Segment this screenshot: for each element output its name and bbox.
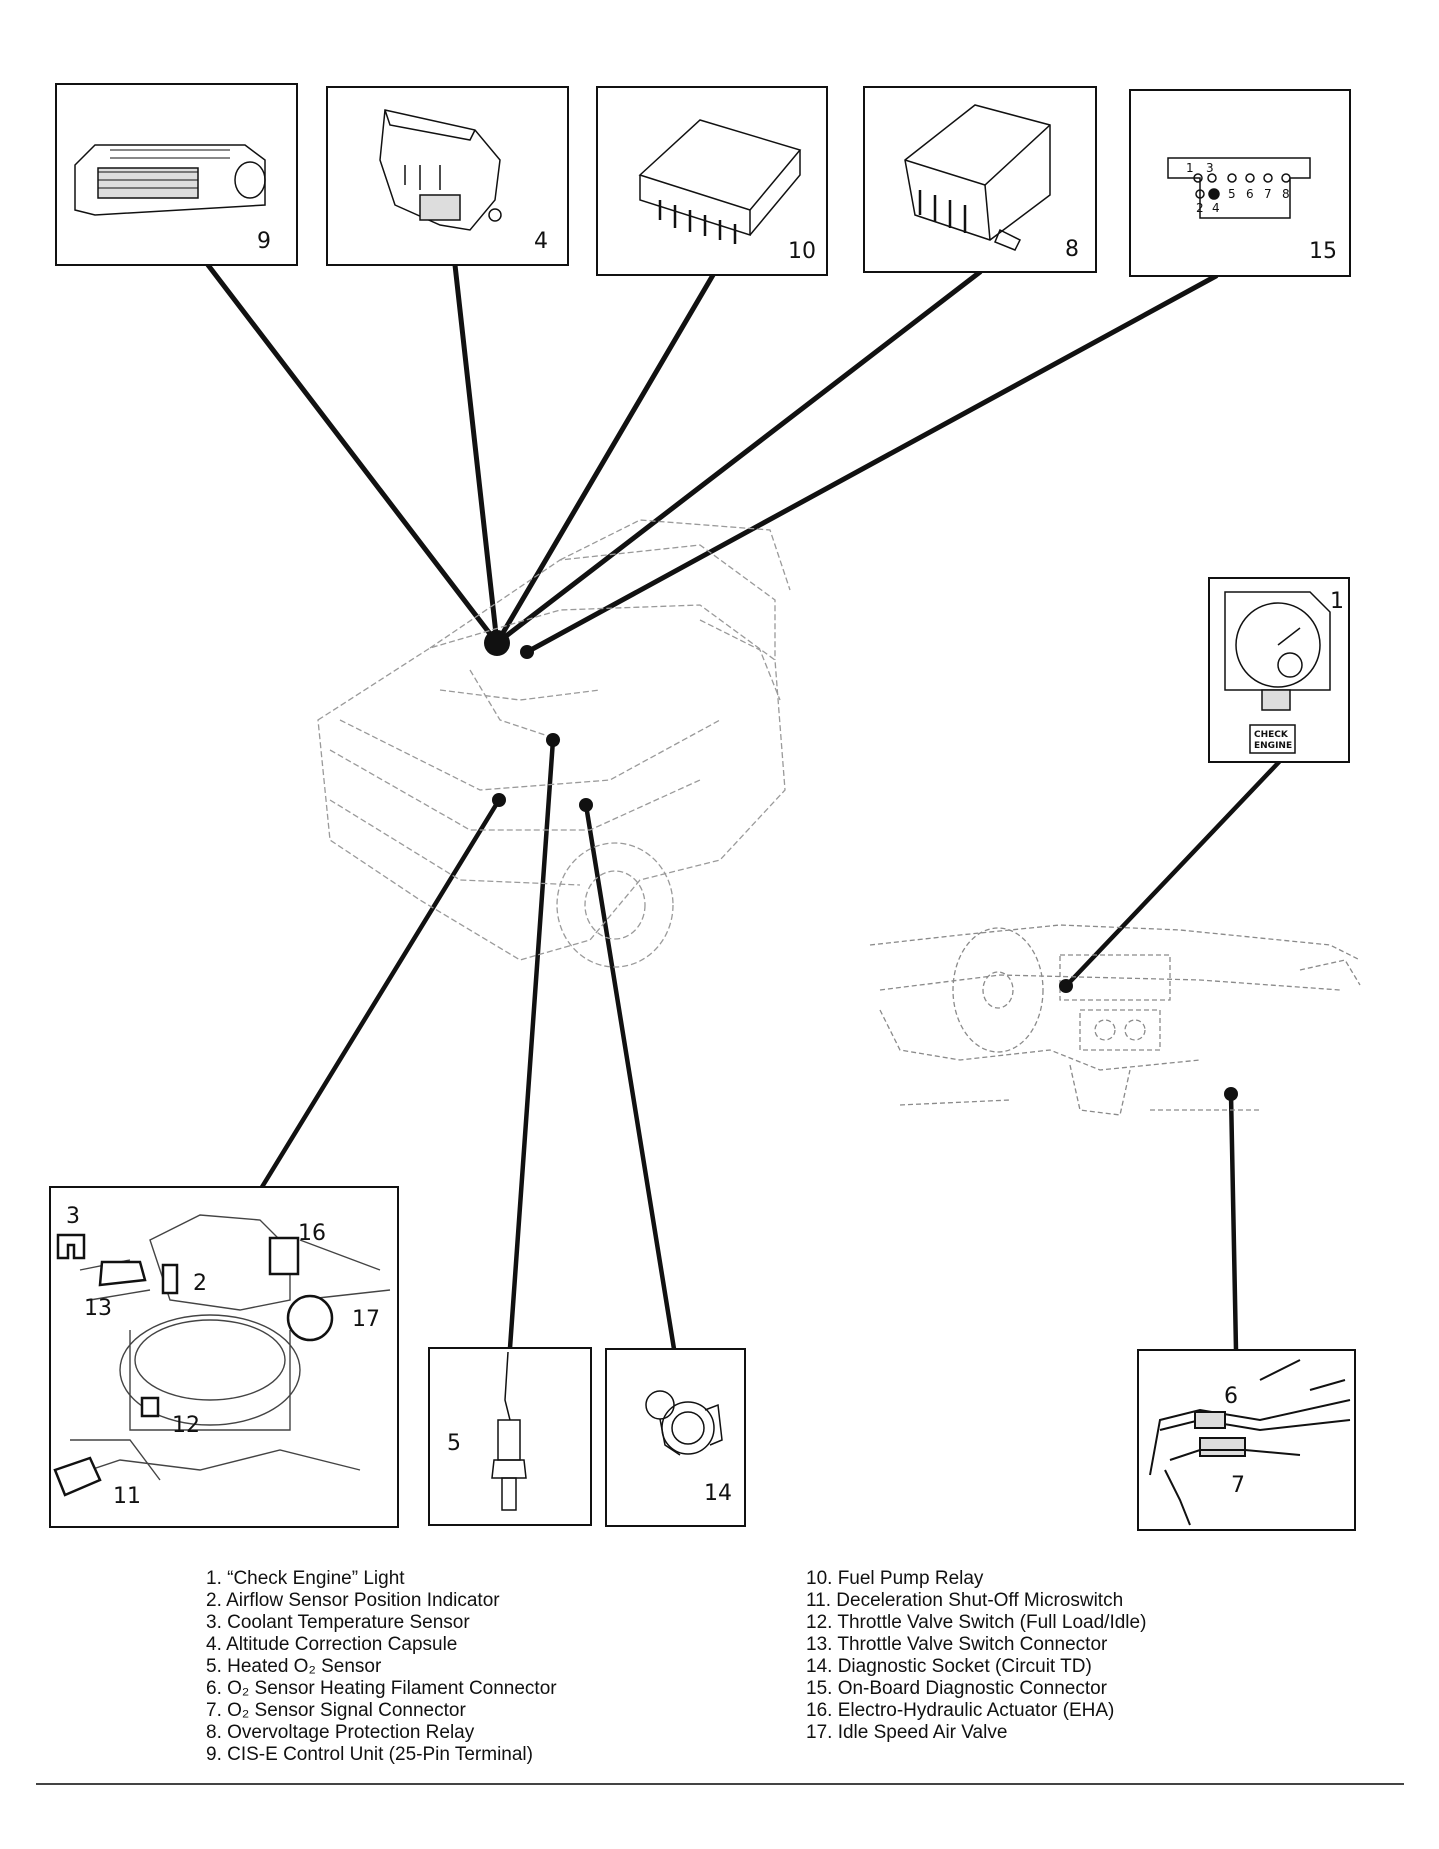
panel-1-number: 1: [1330, 589, 1344, 614]
check-engine-label: CHECK ENGINE: [1254, 730, 1292, 751]
legend-item-4: 4. Altitude Correction Capsule: [206, 1634, 458, 1655]
leader-10: [494, 272, 716, 646]
throttle-connector-icon: [98, 1260, 147, 1287]
leader-14: [583, 802, 677, 1352]
panel-8: 8: [863, 86, 1097, 273]
pin-8: 8: [1282, 187, 1290, 201]
panel-4: 4: [326, 86, 569, 266]
pin-1: 1: [1186, 161, 1194, 175]
leader-8: [494, 269, 983, 646]
fuel-pump-relay-icon: [638, 119, 802, 244]
dashboard-illustration: [869, 924, 1361, 1116]
idle-air-valve-icon: [286, 1294, 334, 1342]
callout-13: 13: [84, 1296, 112, 1321]
throttle-switch-icon: [140, 1396, 160, 1418]
leader-9: [205, 262, 500, 646]
pin-5: 5: [1228, 187, 1236, 201]
legend-item-5: 5. Heated O₂ Sensor: [206, 1656, 382, 1677]
panel-9-number: 9: [257, 229, 271, 254]
diagnostic-connector-icon: [1167, 157, 1311, 219]
legend-left: 1. “Check Engine” Light 2. Airflow Senso…: [206, 1568, 557, 1766]
callout-2: 2: [193, 1271, 207, 1296]
airflow-indicator-icon: [161, 1263, 179, 1295]
panel-5: 5: [428, 1347, 592, 1526]
panel-15: 1 3 2 4 5 6 7 8 15: [1129, 89, 1351, 277]
callout-12: 12: [172, 1413, 200, 1438]
location-dots: [484, 630, 1238, 1101]
panel-10: 10: [596, 86, 828, 276]
legend-item-12: 12. Throttle Valve Switch (Full Load/Idl…: [806, 1612, 1147, 1633]
instrument-cluster-icon: [1224, 591, 1331, 754]
panel-15-number: 15: [1309, 239, 1337, 264]
panel-6-7: 6 7: [1137, 1349, 1356, 1531]
o2-sensor-icon: [491, 1351, 527, 1511]
dot-main: [484, 630, 510, 656]
coolant-sensor-icon: [56, 1233, 86, 1260]
car-illustration: [317, 519, 791, 968]
panel-10-number: 10: [788, 239, 816, 264]
dot-1: [1059, 979, 1073, 993]
panel-14: 14: [605, 1348, 746, 1527]
engine-text: ENGINE: [1254, 741, 1292, 751]
overvoltage-relay-icon: [904, 104, 1051, 251]
diagnostic-socket-icon: [645, 1390, 723, 1456]
panel-9: 9: [55, 83, 298, 266]
panel-5-number: 5: [447, 1431, 461, 1456]
pin-7: 7: [1264, 187, 1272, 201]
pin-6: 6: [1246, 187, 1254, 201]
panel-14-number: 14: [704, 1481, 732, 1506]
callout-16: 16: [298, 1221, 326, 1246]
diagnostic-pin-numbers: 1 3 2 4 5 6 7 8: [1186, 161, 1290, 215]
dot-6-7: [1224, 1087, 1238, 1101]
dot-engine: [492, 793, 506, 807]
legend-item-16: 16. Electro-Hydraulic Actuator (EHA): [806, 1700, 1115, 1721]
o2-connectors-icon: [1149, 1359, 1351, 1526]
leader-engine: [259, 797, 502, 1190]
legend-item-10: 10. Fuel Pump Relay: [806, 1568, 984, 1589]
pin-2: 2: [1196, 201, 1204, 215]
callout-17: 17: [352, 1307, 380, 1332]
engine-callouts: 3 2 13 16 17 12 11: [66, 1204, 380, 1509]
legend-item-15: 15. On-Board Diagnostic Connector: [806, 1678, 1107, 1699]
legend-item-11: 11. Deceleration Shut-Off Microswitch: [806, 1590, 1124, 1611]
legend-item-3: 3. Coolant Temperature Sensor: [206, 1612, 470, 1633]
panel-engine-bay: 3 2 13 16 17 12 11: [49, 1186, 399, 1528]
legend-item-17: 17. Idle Speed Air Valve: [806, 1722, 1008, 1743]
legend-item-2: 2. Airflow Sensor Position Indicator: [206, 1590, 500, 1611]
dot-14: [579, 798, 593, 812]
leader-4: [452, 262, 500, 646]
leader-1: [1063, 759, 1282, 989]
eha-icon: [268, 1236, 300, 1276]
engine-components: [53, 1233, 334, 1497]
pin-3: 3: [1206, 161, 1214, 175]
leader-15: [524, 273, 1219, 655]
panel-6-number: 6: [1224, 1384, 1238, 1409]
legend-item-14: 14. Diagnostic Socket (Circuit TD): [806, 1656, 1092, 1677]
check-text: CHECK: [1254, 730, 1289, 740]
legend-item-7: 7. O₂ Sensor Signal Connector: [206, 1700, 466, 1721]
callout-3: 3: [66, 1204, 80, 1229]
panel-8-number: 8: [1065, 237, 1079, 262]
panel-4-number: 4: [534, 229, 548, 254]
legend-item-13: 13. Throttle Valve Switch Connector: [806, 1634, 1108, 1655]
callout-11: 11: [113, 1484, 141, 1509]
legend-right: 10. Fuel Pump Relay 11. Deceleration Shu…: [806, 1568, 1146, 1744]
leader-lines: [205, 262, 1282, 1353]
dot-15: [520, 645, 534, 659]
legend-item-9: 9. CIS-E Control Unit (25-Pin Terminal): [206, 1744, 533, 1765]
legend-item-6: 6. O₂ Sensor Heating Filament Connector: [206, 1678, 557, 1699]
microswitch-icon: [53, 1456, 102, 1497]
capsule-icon: [379, 109, 502, 231]
leader-5: [507, 737, 556, 1351]
panel-7-number: 7: [1231, 1473, 1245, 1498]
legend-item-1: 1. “Check Engine” Light: [206, 1568, 405, 1589]
bottom-rule: [36, 1783, 1404, 1785]
control-unit-icon: [74, 144, 266, 216]
panel-1: CHECK ENGINE 1: [1208, 577, 1350, 763]
leader-6-7: [1228, 1091, 1239, 1353]
pin-4: 4: [1212, 201, 1220, 215]
legend-item-8: 8. Overvoltage Protection Relay: [206, 1722, 475, 1743]
dot-5: [546, 733, 560, 747]
